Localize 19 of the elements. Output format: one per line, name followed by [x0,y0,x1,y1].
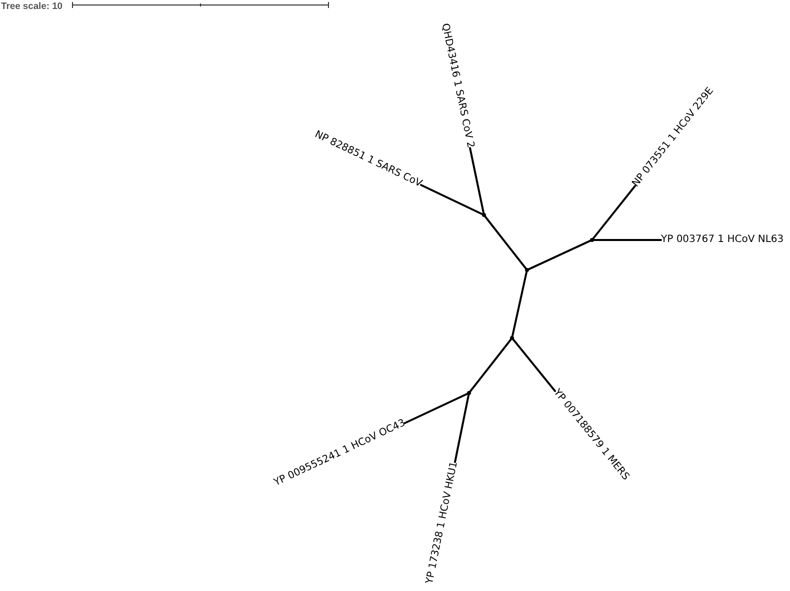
branch-line [420,184,484,216]
branch-line [469,147,485,214]
branch-line [592,185,636,240]
branch-line [511,270,528,338]
branch-point [525,268,529,272]
branch-line [454,394,470,463]
branch-line [469,338,512,392]
scale-label: Tree scale: 10 [1,0,63,11]
leaf-label: YP 173238 1 HCoV HKU1 [424,460,461,586]
leaf-label: YP 003767 1 HCoV NL63 [661,234,784,246]
branch-point [467,391,471,395]
branch-point [482,213,486,217]
branch-point [510,336,514,340]
branch-line [404,392,468,424]
branch-line [528,240,592,270]
branch-line [484,216,527,270]
branch-line [593,239,662,241]
branch-point [590,238,594,242]
branch-line [512,338,556,392]
